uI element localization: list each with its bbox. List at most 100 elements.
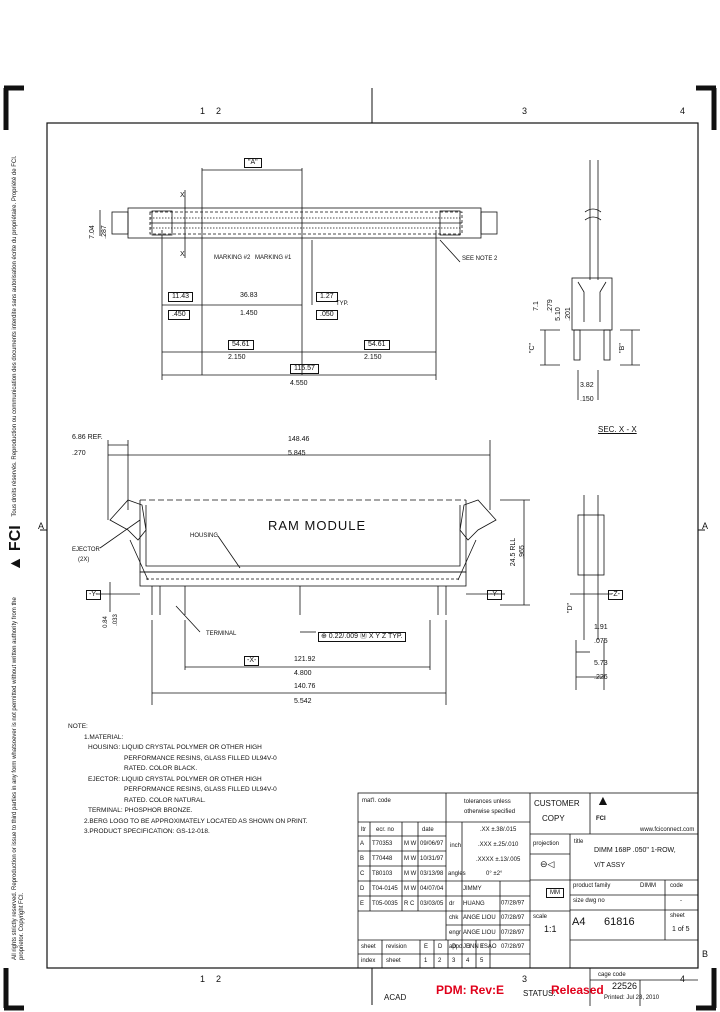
sign-name: ANGE LIOU xyxy=(463,929,496,936)
dim-0-150: .150 xyxy=(580,396,594,403)
rev-ltr: B xyxy=(360,856,365,862)
dim-1-27: 1.27 xyxy=(316,292,338,302)
sheet-row-label: sheet xyxy=(386,958,401,964)
notes-title: NOTE: xyxy=(68,723,88,730)
sign-date: 07/28/97 xyxy=(501,944,525,950)
dim-11-43: 11.43 xyxy=(168,292,193,302)
rev-date: 03/13/98 xyxy=(420,871,444,877)
signature-row: appdJENN TSAO 07/28/97 xyxy=(449,940,524,955)
sheet-value: 1 of 5 xyxy=(672,926,690,933)
datum-y-left: -Y- xyxy=(86,590,101,600)
note-line: TERMINAL: PHOSPHOR BRONZE. xyxy=(88,807,193,814)
tol-xxx: .XXX ±.25/.010 xyxy=(478,842,519,848)
date-header: date xyxy=(422,827,434,833)
rev-ecr: T04-0145 xyxy=(372,886,398,892)
zone-top-1: 1 xyxy=(200,106,206,116)
tol-head-2: otherwise specified xyxy=(464,809,516,815)
fci-logo-text: FCI xyxy=(596,816,606,822)
index-label: index xyxy=(361,958,376,964)
cage-code-label: cage code xyxy=(598,972,626,978)
tol-angles: 0° ±2° xyxy=(486,871,503,877)
code-label: code xyxy=(670,883,684,889)
position-tolerance: ⊕ 0.22/.009 Ⓜ X Y Z TYP. xyxy=(318,632,406,642)
sheet-num: 4 xyxy=(466,958,470,964)
dim-0-450: .450 xyxy=(168,310,190,320)
marking-1-label: MARKING #1 xyxy=(255,255,292,261)
row-left-a: A xyxy=(38,521,45,531)
section-mark-bottom: X xyxy=(180,251,185,258)
typ-label: TYP. xyxy=(336,301,349,307)
ram-module-label: RAM MODULE xyxy=(268,518,367,533)
title-label: title xyxy=(574,839,584,845)
tol-xxxx: .XXXX ±.13/.005 xyxy=(476,857,521,863)
dim-5-73: 5.73 xyxy=(594,660,608,667)
dim-6-86-ref: 6.86 REF. xyxy=(72,434,103,441)
dim-5-542: 5.542 xyxy=(294,698,312,705)
cage-code-value: 22526 xyxy=(612,981,638,991)
dim-3-82: 3.82 xyxy=(580,382,594,389)
note-line: RATED. COLOR NATURAL. xyxy=(124,796,206,804)
sign-role: appd xyxy=(449,944,463,950)
section-title: SEC. X - X xyxy=(598,425,637,434)
dim-54-61-right: 54.61 xyxy=(364,340,390,350)
sheet-label: sheet xyxy=(670,913,685,919)
see-note-label: SEE NOTE 2 xyxy=(462,256,498,262)
size-dwg-label: size dwg no xyxy=(573,898,605,904)
tol-xx: .XX ±.38/.015 xyxy=(480,827,517,833)
dim-0-226: .226 xyxy=(594,674,608,681)
dim-a: "A" xyxy=(244,158,262,168)
rev-ltr: E xyxy=(360,901,365,907)
matl-code-label: mat'l. code xyxy=(362,798,391,804)
datum-y-right: -Y- xyxy=(487,590,502,600)
sign-role: dr xyxy=(449,900,455,907)
sign-date: 07/28/97 xyxy=(501,929,525,936)
dim-115-57: 115.57 xyxy=(290,364,319,374)
rev-init: M W xyxy=(404,886,417,892)
rev-letter: E xyxy=(424,944,429,950)
sheet-rev-label: sheet xyxy=(361,944,376,950)
sign-name: JENN TSAO xyxy=(463,944,497,950)
ecr-header: ecr. no xyxy=(376,827,395,833)
fci-logo: ▲ xyxy=(596,792,610,808)
rev-letter: D xyxy=(466,944,471,950)
copy-label: COPY xyxy=(542,814,565,823)
sign-role: chk xyxy=(449,915,459,921)
datum-x: -X- xyxy=(244,656,260,666)
dim-121-92: 121.92 xyxy=(294,656,316,663)
title-line-1: DIMM 168P .050" 1-ROW, xyxy=(594,847,676,854)
housing-label: HOUSING xyxy=(190,533,219,539)
zone-top-3: 3 xyxy=(522,106,528,116)
code-value: - xyxy=(680,898,682,904)
note-line: PERFORMANCE RESINS, GLASS FILLED UL94V-0 xyxy=(124,786,277,793)
dim-2-150-right: 2.150 xyxy=(364,354,382,361)
sign-date: 07/28/97 xyxy=(501,900,525,907)
dim-148-46: 148.46 xyxy=(288,436,310,443)
rev-date: 10/31/97 xyxy=(420,856,444,862)
section-mark-top: X xyxy=(180,192,185,199)
rev-init: M W xyxy=(404,871,417,877)
tol-head-1: tolerances unless xyxy=(464,799,511,805)
website: www.fciconnect.com xyxy=(640,827,695,833)
product-family-value: DIMM xyxy=(640,883,656,889)
sheet-num: 1 xyxy=(424,958,428,964)
printed-date: Printed: Jul 28, 2010 xyxy=(604,995,660,1001)
rev-ltr: D xyxy=(360,886,365,892)
zone-top-4: 4 xyxy=(680,106,686,116)
rev-init: R C xyxy=(404,901,415,907)
pdm-revision: PDM: Rev:E xyxy=(436,983,505,997)
zone-bottom-4: 4 xyxy=(680,974,686,984)
zone-top-2: 2 xyxy=(216,106,222,116)
dim-1-91: 1.91 xyxy=(594,624,608,631)
dim-140-76: 140.76 xyxy=(294,683,316,690)
notes-block: NOTE: 1.MATERIAL: HOUSING: LIQUID CRYSTA… xyxy=(68,722,308,838)
dim-4-800: 4.800 xyxy=(294,670,312,677)
row-right-a: A xyxy=(702,521,709,531)
rev-ltr: C xyxy=(360,871,365,877)
